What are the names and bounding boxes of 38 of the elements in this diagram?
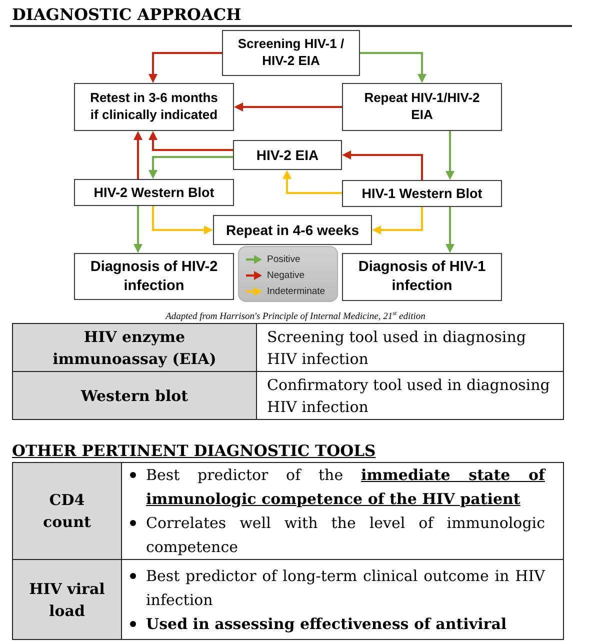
process-box: Diagnosis of HIV-2 infection: [74, 253, 234, 300]
process-box: HIV-2 EIA: [233, 140, 342, 170]
section-heading: OTHER PERTINENT DIAGNOSTIC TOOLS: [12, 441, 376, 460]
process-box: Repeat HIV-1/HIV-2 EIA: [342, 83, 502, 131]
process-box: Repeat in 4-6 weeks: [213, 215, 372, 245]
arrow: [148, 156, 233, 179]
arrow: [282, 170, 342, 194]
arrow: [360, 52, 426, 83]
bullet-text: Correlates well with the level of immunologic competence: [146, 513, 545, 558]
row-header-cell: HIV viral load: [12, 560, 122, 640]
legend-label: Negative: [267, 270, 304, 280]
process-box: HIV-2 Western Blot: [74, 179, 234, 206]
bullet-text: Used in assessing effectiveness of antiviral: [146, 614, 508, 634]
row-header-cell: CD4 count: [12, 462, 122, 560]
arrow: [148, 52, 222, 83]
process-box: Retest in 3-6 months if clinically indicated: [74, 83, 234, 131]
caption: Adapted from Harrison's Principle of Internal Medicine, 21$^{st}$ edition: [164, 310, 426, 324]
process-box: Screening HIV-1 / HIV-2 EIA: [222, 30, 360, 76]
bullet-text: Best predictor of long-term clinical outcome in HIV infection: [146, 566, 545, 610]
bullet-text: Best predictor of the immediate state of immunologic competence of the HIV patient: [146, 465, 545, 510]
arrow: [372, 207, 423, 234]
arrow: [134, 206, 142, 253]
row-header-cell: HIV enzyme immunoassay (EIA): [12, 324, 256, 372]
arrow: [234, 102, 342, 112]
table-cell: Confirmatory tool used in diagnosing HIV infection: [256, 372, 564, 420]
title: DIAGNOSTIC APPROACH: [12, 5, 242, 24]
process-box: Diagnosis of HIV-1 infection: [342, 253, 502, 301]
arrow: [148, 131, 233, 151]
table-cell: Screening tool used in diagnosing HIV infection: [256, 324, 564, 372]
arrow: [446, 207, 454, 253]
legend-label: Positive: [267, 254, 300, 264]
arrow: [446, 131, 454, 180]
arrow: [134, 131, 142, 179]
process-box: HIV-1 Western Blot: [342, 180, 502, 207]
row-header-cell: Western blot: [12, 372, 256, 420]
arrow: [342, 150, 423, 180]
legend-label: Indeterminate: [267, 286, 326, 296]
arrow: [152, 206, 213, 234]
